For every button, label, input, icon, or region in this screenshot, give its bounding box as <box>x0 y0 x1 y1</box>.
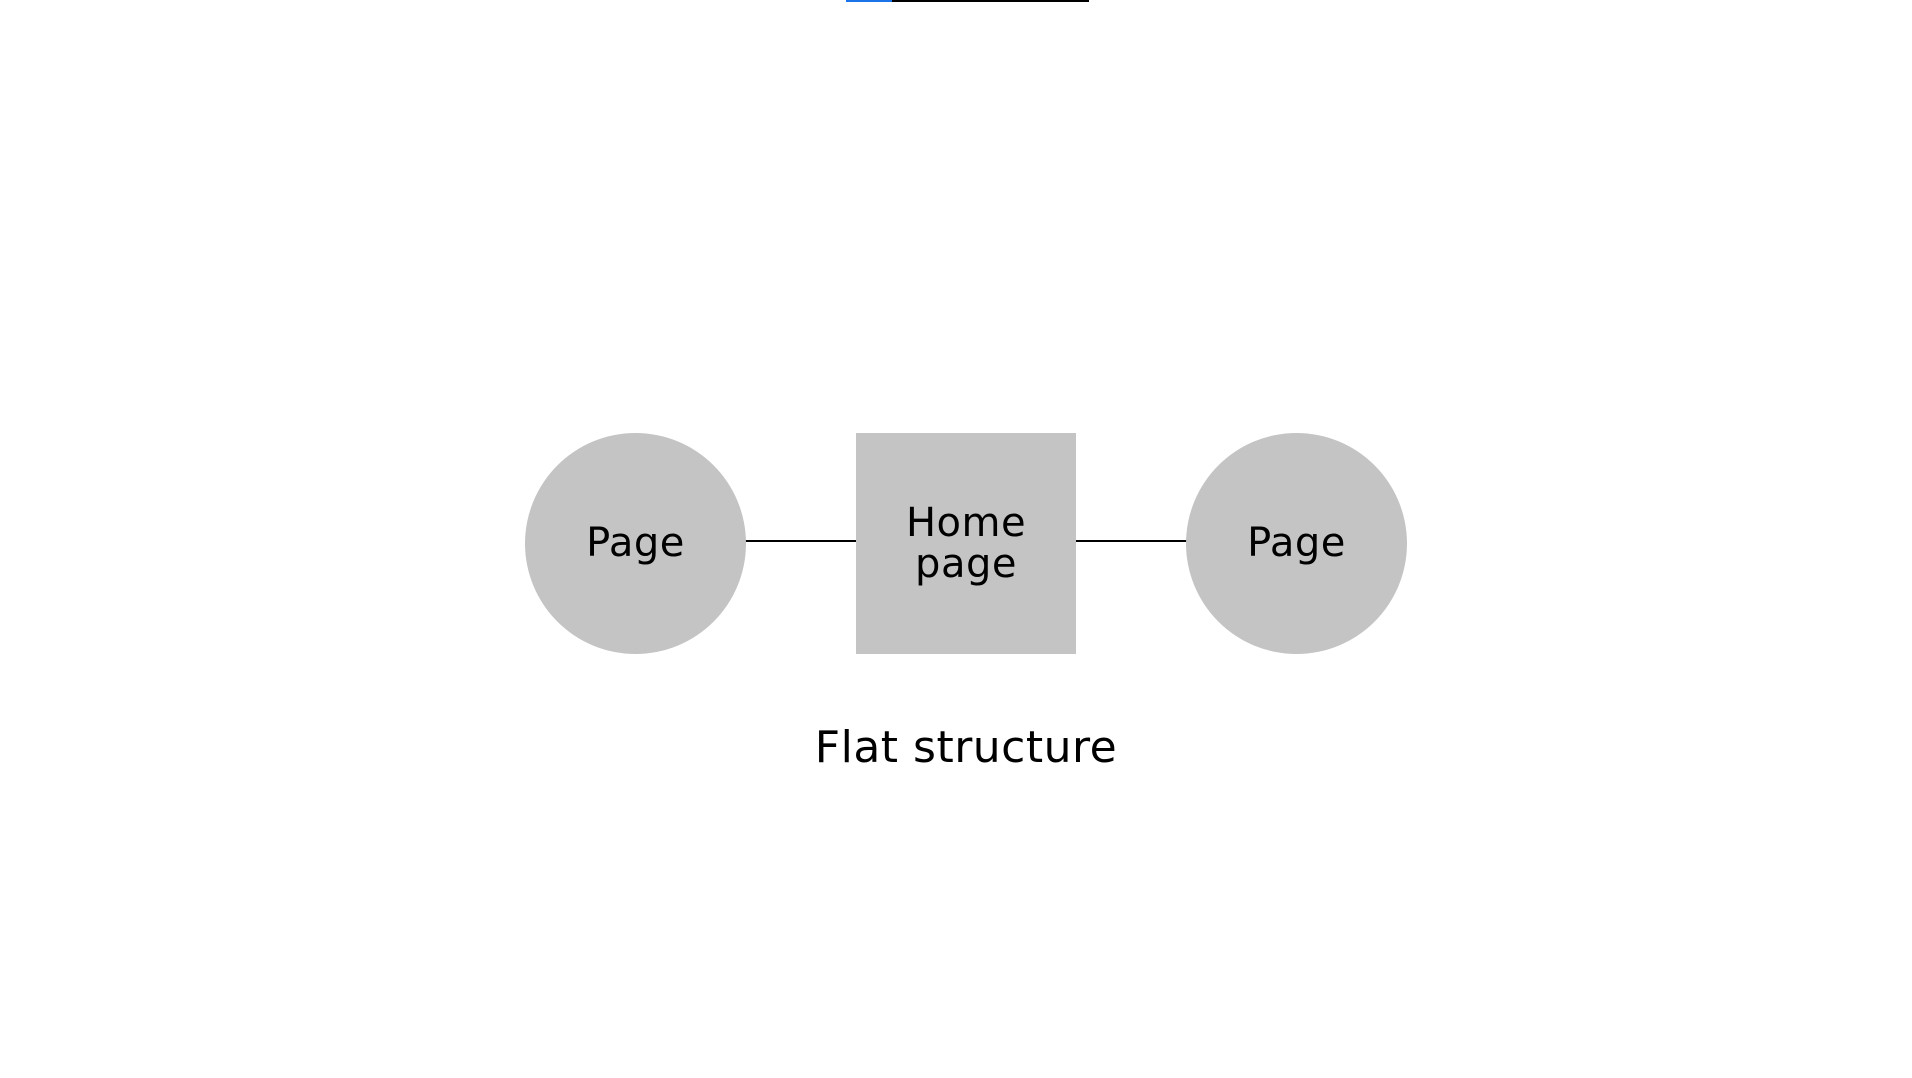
top-progress-bar <box>846 0 1089 2</box>
diagram-caption: Flat structure <box>814 722 1118 773</box>
home-page-node-label: Home page <box>905 499 1027 587</box>
page-node-right: Page <box>1186 433 1407 654</box>
top-progress-fill <box>846 0 893 2</box>
connector-left-to-center <box>745 540 857 542</box>
connector-center-to-right <box>1076 540 1188 542</box>
page-node-left: Page <box>525 433 746 654</box>
home-page-node: Home page <box>856 433 1076 654</box>
page-node-right-label: Page <box>1247 520 1346 566</box>
page-node-left-label: Page <box>586 520 685 566</box>
